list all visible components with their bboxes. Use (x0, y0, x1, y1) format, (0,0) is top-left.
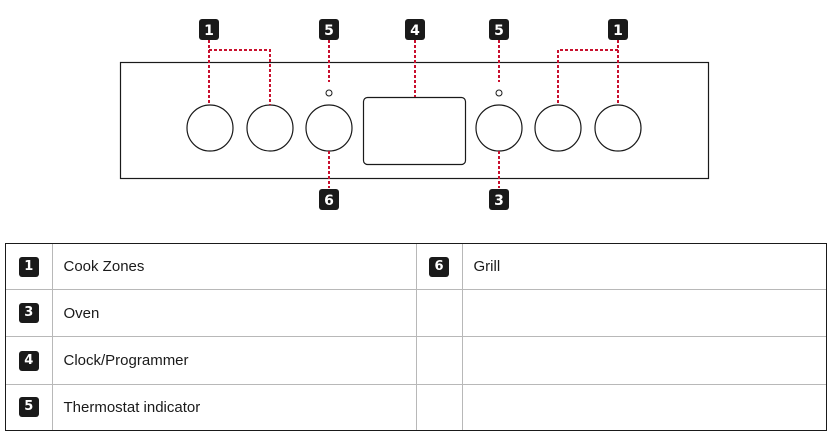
legend-label: Clock/Programmer (51, 336, 417, 385)
legend-label: Cook Zones (51, 244, 417, 291)
callout-cook-zones-right: 1 (608, 19, 628, 40)
legend-row: 3 Oven (6, 289, 826, 338)
legend-label: Oven (51, 289, 417, 338)
legend-empty-cell (461, 289, 826, 338)
leader-lines (208, 40, 619, 188)
svg-text:1: 1 (204, 23, 214, 39)
thermostat-indicator-left (325, 89, 333, 97)
legend-row: 4 Clock/Programmer (6, 336, 826, 385)
legend-empty-cell (415, 289, 463, 338)
svg-text:5: 5 (494, 23, 504, 39)
legend-badge: 6 (429, 256, 449, 277)
callout-oven: 3 (489, 189, 509, 210)
legend-empty-cell (461, 336, 826, 385)
legend-label: Grill (461, 244, 826, 291)
knob-cook-zone-1 (186, 104, 234, 152)
legend-empty-cell (461, 383, 826, 430)
legend-badge: 3 (18, 303, 39, 324)
knob-cook-zone-3 (534, 104, 582, 152)
knob-cook-zone-4 (594, 104, 642, 152)
legend-badge: 1 (18, 256, 39, 277)
legend-row: 5 Thermostat indicator (6, 383, 826, 430)
callout-thermostat-left: 5 (319, 19, 339, 40)
legend-empty-cell (415, 383, 463, 430)
callout-cook-zones-left: 1 (199, 19, 219, 40)
svg-text:6: 6 (324, 193, 334, 209)
legend-label: Thermostat indicator (51, 383, 417, 430)
knob-oven (475, 104, 523, 152)
legend-badge: 5 (18, 397, 39, 418)
legend-row: 1 Cook Zones 6 Grill (6, 244, 826, 291)
callout-grill: 6 (319, 189, 339, 210)
clock-programmer-display (362, 96, 467, 166)
svg-text:3: 3 (494, 193, 504, 209)
legend-empty-cell (415, 336, 463, 385)
svg-text:1: 1 (613, 23, 623, 39)
legend-table: 1 Cook Zones 6 Grill 3 Oven 4 Clock/Prog… (5, 243, 827, 431)
control-panel-diagram: 1 5 4 5 1 6 3 (119, 19, 710, 210)
callout-clock-programmer: 4 (405, 19, 425, 40)
callout-thermostat-right: 5 (489, 19, 509, 40)
knob-grill (305, 104, 353, 152)
svg-text:4: 4 (410, 23, 420, 39)
legend-badge: 4 (18, 350, 39, 371)
knob-cook-zone-2 (246, 104, 294, 152)
thermostat-indicator-right (495, 89, 503, 97)
svg-text:5: 5 (324, 23, 334, 39)
